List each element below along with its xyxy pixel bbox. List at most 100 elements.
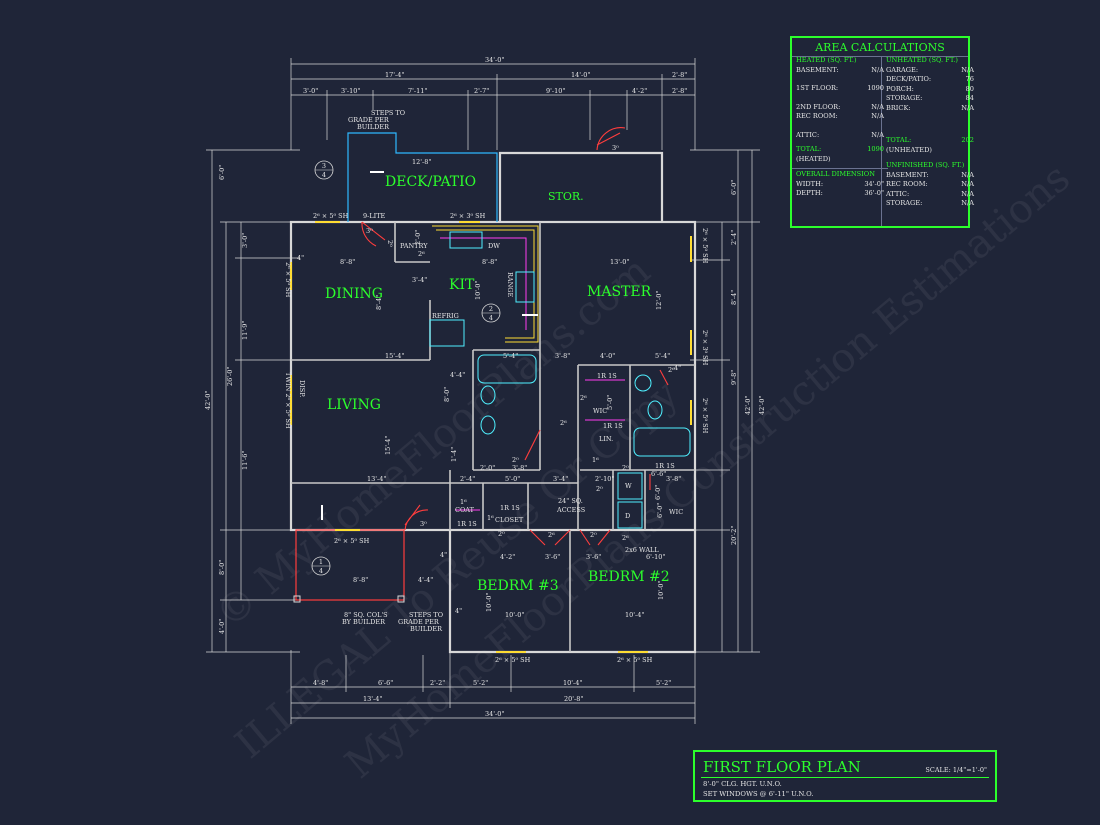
heated-label: 2ND FLOOR:	[796, 102, 841, 111]
dishwasher-label: DW	[488, 242, 500, 250]
dims-left: 6'-0" 3'-0" 11'-9" 11'-6" 8'-0" 4'-0" 26…	[204, 165, 249, 634]
fixtures	[429, 231, 691, 529]
unheated-header: UNHEATED (SQ. FT.)	[886, 56, 958, 64]
unheated-total-value: 202	[961, 136, 974, 144]
dryer-label: D	[625, 512, 630, 520]
dim-right-m1: 20'-2"	[730, 526, 738, 545]
dim-inner-42: 6'-6"	[651, 470, 666, 478]
unfinished-label: BASEMENT:	[886, 170, 929, 179]
deck-outline	[347, 132, 498, 222]
door-label-10: 2⁰	[590, 531, 597, 539]
window-label-2: 2⁶ × 3⁰ SH	[450, 212, 486, 220]
dim-right-r5: 6'-0"	[654, 485, 662, 500]
wic-label-1: WIC	[593, 407, 607, 415]
title-underline	[701, 777, 989, 778]
door-labels: 3⁰ 3⁰ 2⁶ 2⁰ 2⁶ 2⁰ 2⁶ 2⁰ 2⁰ 2⁰ 3⁰ 2⁶ 2⁶ 1…	[366, 144, 675, 542]
unheated-value: 84	[965, 94, 974, 102]
bathtub-1	[477, 354, 537, 384]
width-value: 34'-0"	[864, 179, 884, 188]
dim-bottom-c1: 13'-4"	[363, 695, 382, 703]
unheated-label: PORCH:	[886, 84, 914, 93]
heated-row: BASEMENT:N/A	[796, 66, 884, 76]
dim-inner-39: 4"	[674, 364, 681, 372]
window-label-6: TWIN 2⁶ × 5⁰ SH	[284, 372, 292, 429]
dim-inner-37: 4"	[440, 551, 447, 559]
dryer	[617, 501, 643, 529]
nine-lite-note: 9-LITE	[363, 212, 386, 220]
annotations: PANTRY DW RANGE REFRIG WIC WIC LIN. COAT…	[298, 109, 683, 633]
steps-top-3: BUILDER	[357, 123, 390, 131]
unheated-row: PORCH: 80	[886, 85, 974, 95]
dim-inner-27: 3'-4"	[412, 276, 427, 284]
dim-right-r3: 8'-4"	[730, 290, 738, 305]
dim-top-overall: 34'-0"	[485, 56, 504, 64]
refrigerator	[429, 319, 465, 347]
heated-value: N/A	[871, 102, 884, 111]
unheated-label: BRICK:	[886, 103, 911, 112]
unfinished-header: UNFINISHED (SQ. FT.)	[886, 161, 965, 169]
dim-bottom-b6: 5'-2"	[656, 679, 671, 687]
door-label-6: 2⁰	[512, 456, 519, 464]
shelf-note-1: 1R 1S	[597, 372, 617, 380]
heated-total-sub: (HEATED)	[796, 154, 831, 163]
dim-inner-36: 4"	[297, 254, 304, 262]
door-label-4: 2⁰	[386, 240, 394, 247]
unfinished-row: STORAGE:N/A	[886, 199, 974, 209]
dim-top-d1: 3'-0"	[303, 87, 318, 95]
unheated-label: DECK/PATIO:	[886, 75, 932, 83]
door-label-1: 3⁰	[366, 227, 373, 235]
dim-inner-25: 10'-0"	[505, 611, 524, 619]
plan-scale: SCALE: 1/4"=1'-0"	[925, 766, 987, 774]
dim-top-d5: 9'-10"	[546, 87, 565, 95]
unheated-row: STORAGE:84	[886, 94, 974, 104]
dim-top-b: 14'-0"	[571, 71, 590, 79]
steps-top-1: STEPS TO	[371, 109, 405, 117]
dim-inner-11: 13'-4"	[367, 475, 386, 483]
dim-left-overall: 42'-0"	[204, 391, 212, 410]
door-label-15: 2⁶	[622, 534, 629, 542]
dim-bottom-c2: 20'-8"	[564, 695, 583, 703]
room-labels: DECK/PATIO STOR. DINING KIT MASTER LIVIN…	[325, 174, 670, 594]
dim-inner-41: 1'-4"	[450, 447, 458, 462]
dim-inner-7: 3'-8"	[555, 352, 570, 360]
unheated-total-row: TOTAL:202	[886, 136, 974, 146]
dim-top-d2: 3'-10"	[341, 87, 360, 95]
shelf-note-3: 1R 1S	[655, 462, 675, 470]
pantry-label: PANTRY	[400, 242, 428, 250]
unfinished-value: N/A	[961, 199, 974, 207]
kitchen-sink	[449, 231, 483, 249]
plan-title: FIRST FLOOR PLAN	[703, 758, 861, 776]
steps-top-2: GRADE PER	[348, 116, 390, 124]
heated-row: 1ST FLOOR: 1090	[796, 84, 884, 94]
dimension-lines	[206, 58, 760, 724]
dim-inner-1: 12'-8"	[412, 158, 431, 166]
heated-column: HEATED (SQ. FT.) BASEMENT:N/A 1ST FLOOR:…	[792, 56, 888, 199]
heated-value: 1090	[867, 84, 884, 92]
door-label-7: 2⁶	[580, 394, 587, 402]
unfinished-row: ATTIC:N/A	[886, 190, 974, 200]
heated-label: 1ST FLOOR:	[796, 84, 839, 92]
heated-total-value: 1090	[867, 145, 884, 153]
section-tag-bottom: 1 4	[311, 556, 331, 576]
toilet-1	[480, 385, 496, 405]
refrigerator-label: REFRIG	[432, 312, 459, 320]
dim-left-l1: 6'-0"	[218, 165, 226, 180]
dim-inner-31: 8'-0"	[443, 387, 451, 402]
heated-row: ATTIC:N/A	[796, 131, 884, 141]
window-note: SET WINDOWS @ 6'-11" U.N.O.	[703, 790, 814, 798]
dim-inner-18: 3'-8"	[512, 464, 527, 472]
dim-bottom-b3: 2'-2"	[430, 679, 445, 687]
columns-note-2: BY BUILDER	[342, 618, 386, 626]
dim-bottom-b5: 10'-4"	[563, 679, 582, 687]
unheated-value: N/A	[961, 65, 974, 74]
steps-bottom-3: BUILDER	[410, 625, 443, 633]
bathtub-2	[633, 427, 691, 457]
dims-bottom: 4'-8" 6'-6" 2'-2" 5'-2" 10'-4" 5'-2" 13'…	[313, 679, 671, 718]
door-label-9: 2⁰	[498, 530, 505, 538]
unheated-value: 80	[965, 84, 974, 93]
dim-left-l4: 11'-6"	[241, 451, 249, 470]
window-label-1: 2⁶ × 5⁰ SH	[313, 212, 349, 220]
cabinet-lines	[440, 237, 625, 511]
dim-left-l5: 8'-0"	[218, 560, 226, 575]
